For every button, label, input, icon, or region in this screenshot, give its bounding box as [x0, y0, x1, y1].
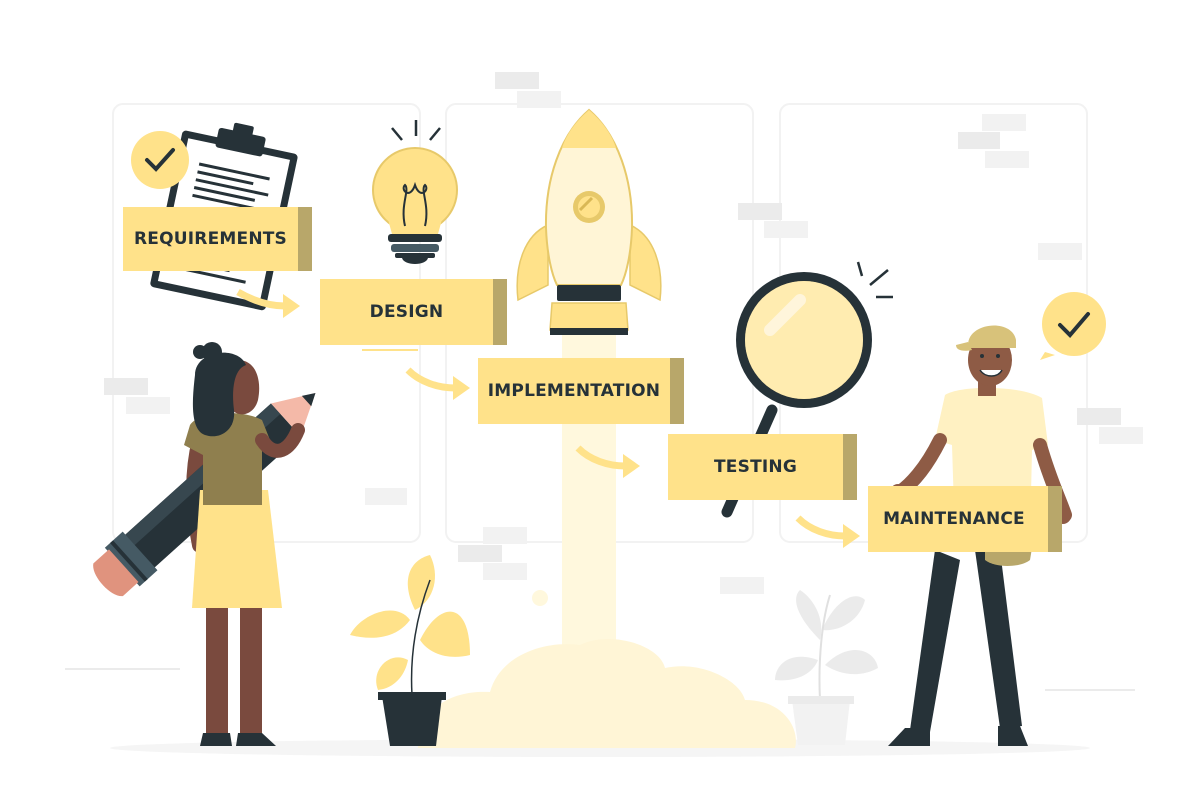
plant-icon-right: [775, 590, 878, 745]
plant-icon-left: [350, 555, 470, 746]
rocket-icon: [516, 108, 662, 335]
magnifier-icon: [721, 261, 893, 518]
floor-lines: [65, 668, 1135, 691]
step-label-design: DESIGN: [369, 302, 444, 322]
woman-with-pencil: [93, 342, 316, 746]
step-label-maintenance: MAINTENANCE: [883, 509, 1025, 529]
arrow-icon-design-to-implementation: [405, 367, 470, 400]
step-box-testing: [668, 434, 855, 500]
step-box-requirements: [123, 207, 310, 271]
flow-arrows: [236, 288, 860, 548]
step-boxes: [123, 207, 1062, 552]
arrow-icon-testing-to-maintenance: [795, 515, 860, 548]
arrow-icon-requirements-to-design: [236, 288, 300, 318]
arrow-icon-implementation-to-testing: [575, 445, 640, 478]
step-box-maintenance: [868, 486, 1050, 552]
step-box-design: [320, 279, 505, 345]
step-label-requirements: REQUIREMENTS: [134, 229, 287, 249]
step-label-implementation: IMPLEMENTATION: [487, 381, 661, 401]
step-label-testing: TESTING: [714, 457, 797, 477]
lightbulb-icon: [372, 120, 458, 264]
wall-bricks: [104, 72, 1143, 594]
step-box-implementation: [478, 358, 682, 424]
check-icon-maintenance: [1040, 292, 1106, 360]
check-icon-requirements: [131, 131, 189, 189]
